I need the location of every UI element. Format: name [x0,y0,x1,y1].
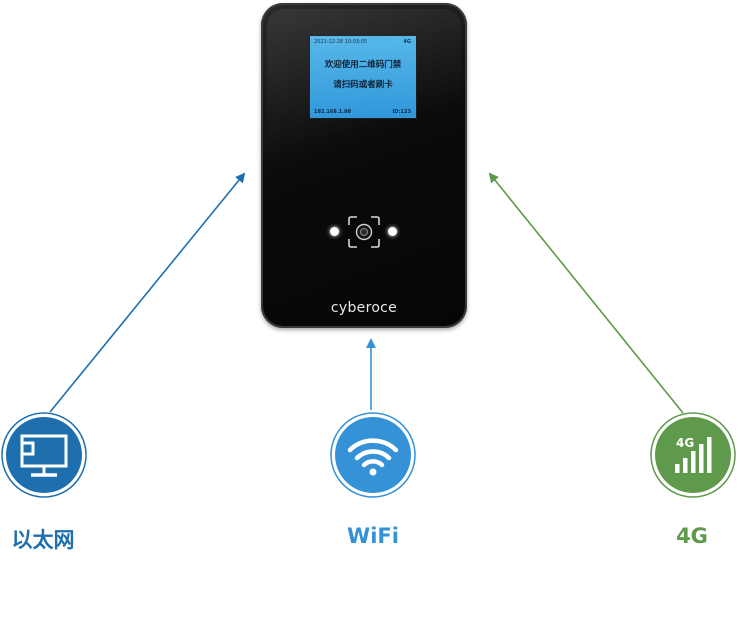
screen-ip: 192.168.1.88 [314,109,352,115]
right-led [388,227,397,236]
4g-signal-icon: 4G [650,412,736,498]
qr-scanner-icon [348,216,380,248]
device-screen: 2021-12-28 10:03:05 4G 欢迎使用二维码门禁 请扫码或者刷卡… [309,35,417,119]
access-control-device: 2021-12-28 10:03:05 4G 欢迎使用二维码门禁 请扫码或者刷卡… [261,3,467,328]
ethernet-arrow [49,172,246,413]
left-led [330,227,339,236]
screen-instruction-text: 请扫码或者刷卡 [333,80,393,90]
wifi-label: WiFi [347,524,399,548]
ethernet-icon [1,412,87,498]
screen-welcome-text: 欢迎使用二维码门禁 [324,60,402,70]
screen-signal: 4G [403,39,411,45]
ethernet-label: 以太网 [11,528,75,552]
screen-id: ID:123 [392,109,411,115]
4g-arrow [488,172,684,414]
device-brand: cyberoce [330,300,398,316]
wifi-icon [330,412,416,498]
4g-icon-text: 4G [676,436,694,450]
screen-datetime: 2021-12-28 10:03:05 [314,39,368,45]
4g-label: 4G [676,524,708,548]
